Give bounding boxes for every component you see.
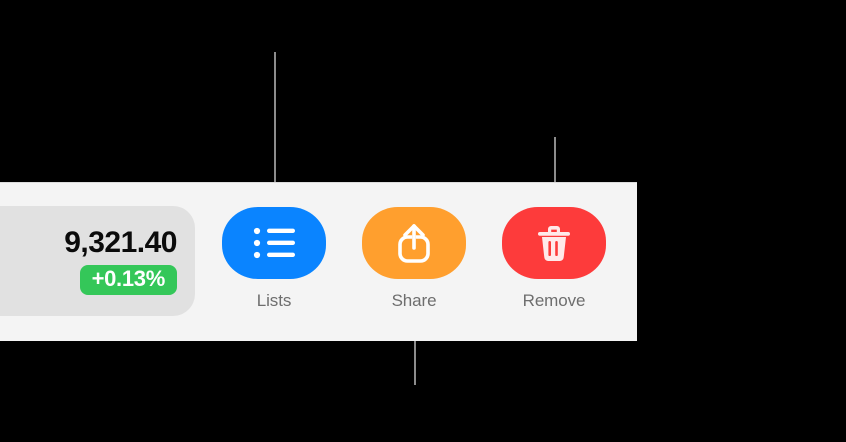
share-button-label: Share — [391, 291, 437, 310]
callout-line-lists — [274, 52, 276, 217]
callout-line-share — [414, 331, 416, 385]
toolbar: Lists Share — [222, 207, 606, 311]
quote-price: 9,321.40 — [64, 226, 177, 260]
share-button-pill[interactable] — [362, 207, 466, 279]
stocks-toolbar-panel: 9,321.40 +0.13% Lists — [0, 182, 637, 341]
share-button[interactable]: Share — [362, 207, 466, 311]
remove-button-pill[interactable] — [502, 207, 606, 279]
lists-button-pill[interactable] — [222, 207, 326, 279]
share-icon — [394, 221, 434, 265]
quote-change-badge: +0.13% — [79, 264, 177, 295]
lists-button[interactable]: Lists — [222, 207, 326, 311]
trash-icon — [533, 221, 575, 265]
callout-line-remove — [554, 137, 556, 217]
bulleted-list-icon — [251, 225, 297, 261]
remove-button-label: Remove — [522, 291, 586, 310]
lists-button-label: Lists — [256, 291, 292, 310]
quote-card: 9,321.40 +0.13% — [0, 206, 195, 316]
remove-button[interactable]: Remove — [502, 207, 606, 311]
